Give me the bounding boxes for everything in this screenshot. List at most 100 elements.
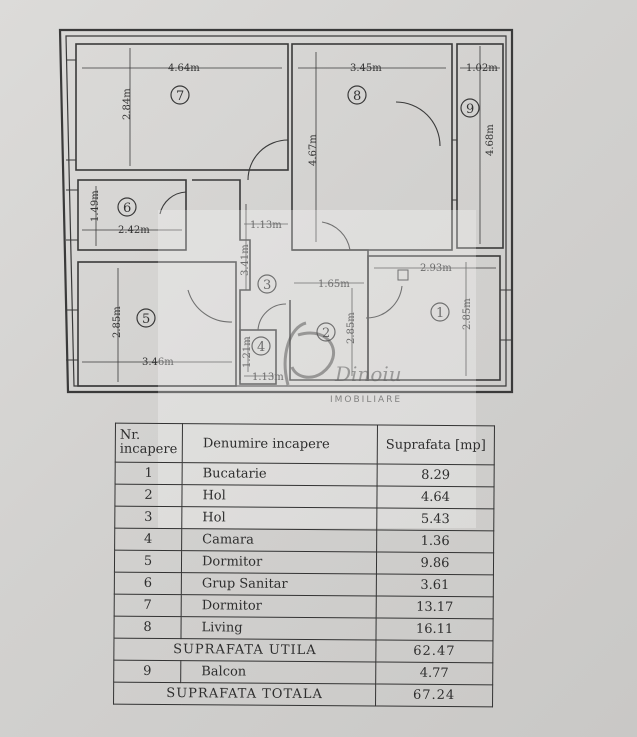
row-nr: 6 [114, 572, 182, 595]
door-arc [257, 303, 287, 331]
row-nr: 8 [113, 616, 182, 639]
dim-label: 1.02m [466, 63, 498, 74]
row-area: 1.36 [376, 530, 494, 553]
dim-label: 1.13m [250, 220, 282, 231]
header-nr: Nr. incapere [115, 423, 183, 463]
row-area: 3.61 [376, 574, 494, 597]
row-area: 13.17 [376, 596, 494, 619]
watermark-brand: Dinoiu [335, 362, 402, 386]
useful-area-row: SUPRAFATA UTILA 62.47 [113, 638, 493, 663]
room-circle [170, 85, 190, 105]
door-arc [395, 101, 441, 147]
row-name: Dormitor [181, 594, 377, 619]
dim-label: 3.45m [350, 63, 382, 74]
room-2-outline [289, 249, 369, 381]
dim-label: 3.46m [142, 357, 174, 368]
row-name: Camara [181, 528, 377, 553]
door-arc [187, 289, 233, 323]
dim-label: 2.93m [420, 263, 452, 274]
room-circle [257, 274, 277, 294]
room-number: 9 [466, 102, 474, 117]
row-nr: 7 [114, 594, 182, 617]
dim-label: 4.67m [308, 134, 319, 166]
row-area: 16.11 [375, 618, 494, 641]
room-9-outline [456, 43, 504, 249]
area-table: Nr. incapere Denumire incapere Suprafata… [113, 423, 495, 708]
row-name: Hol [181, 506, 377, 531]
header-name: Denumire incapere [182, 423, 378, 465]
room-circle [347, 85, 367, 105]
room-circle [251, 336, 271, 356]
total-area-value: 67.24 [375, 684, 493, 707]
dim-label: 1.13m [252, 372, 284, 383]
room-5-outline [77, 261, 237, 387]
room-7-outline [75, 43, 289, 171]
dim-label: 2.85m [462, 298, 473, 330]
room-8-outline [291, 43, 453, 251]
room-circle [117, 197, 137, 217]
room-circle [430, 302, 450, 322]
door-arc [365, 285, 403, 319]
row-nr: 3 [114, 506, 182, 529]
table-header-row: Nr. incapere Denumire incapere Suprafata… [115, 423, 495, 465]
dim-label: 1.21m [242, 336, 253, 368]
row-nr: 1 [115, 462, 183, 485]
useful-area-value: 62.47 [375, 640, 493, 663]
balcony-nr: 9 [113, 660, 181, 683]
room-circle [136, 308, 156, 328]
dim-label: 4.68m [485, 124, 496, 156]
row-name: Bucatarie [182, 462, 378, 487]
row-nr: 2 [114, 484, 183, 507]
row-nr: 5 [114, 550, 182, 573]
header-area: Suprafata [mp] [377, 425, 495, 465]
row-area: 5.43 [376, 508, 494, 531]
room-number: 8 [353, 89, 361, 104]
floor-plan-drawing: 4.64m 2.84m 3.45m 4.67m 1.02m 4.68m 2.42… [58, 28, 514, 394]
dim-label: 1.49m [90, 190, 101, 222]
total-area-row: SUPRAFATA TOTALA 67.24 [113, 682, 493, 707]
door-arc [247, 139, 289, 181]
dim-label: 2.84m [122, 88, 133, 120]
row-area: 8.29 [377, 464, 495, 487]
room-6-outline [77, 179, 187, 251]
row-name: Dormitor [181, 550, 377, 575]
row-area: 9.86 [376, 552, 494, 575]
dim-label: 2.42m [118, 225, 150, 236]
room-number: 6 [123, 201, 131, 216]
useful-area-label: SUPRAFATA UTILA [113, 638, 376, 663]
room-circle [460, 98, 480, 118]
room-circle [316, 322, 336, 342]
door-arc [159, 191, 187, 215]
area-table-container: Nr. incapere Denumire incapere Suprafata… [113, 423, 495, 708]
watermark-overlay [158, 210, 476, 528]
row-nr: 4 [114, 528, 182, 551]
door-arc [321, 221, 351, 251]
row-name: Living [180, 616, 377, 641]
row-name: Hol [181, 484, 378, 509]
balcony-row: 9 Balcon 4.77 [113, 660, 493, 685]
balcony-name: Balcon [180, 660, 376, 685]
brand-logo-icon [283, 321, 335, 386]
dim-label: 2.85m [346, 312, 357, 344]
watermark-subtitle: IMOBILIARE [330, 395, 403, 405]
room-number: 1 [436, 306, 444, 321]
total-area-label: SUPRAFATA TOTALA [113, 682, 376, 707]
room-number: 5 [142, 312, 150, 327]
dim-label: 4.64m [168, 63, 200, 74]
dim-label: 2.85m [112, 306, 123, 338]
room-number: 2 [322, 326, 330, 341]
dim-label: 1.65m [318, 279, 350, 290]
outer-wall [58, 28, 514, 394]
dim-label: 3.41m [240, 244, 251, 276]
room-3-outline [192, 179, 251, 380]
room-number: 7 [176, 89, 184, 104]
